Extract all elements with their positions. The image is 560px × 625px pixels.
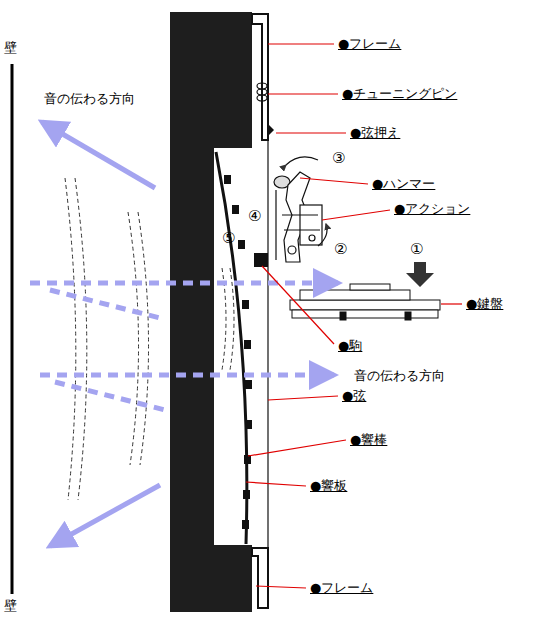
part-label: ●フレーム — [338, 36, 401, 52]
press-arrow — [406, 262, 434, 287]
part-label: ●響棒 — [350, 432, 387, 448]
motion-arrow — [286, 157, 318, 165]
direction-label: 音の伝わる方向 — [44, 91, 135, 107]
part-label: ●チューニングピン — [342, 86, 457, 102]
callout-number: ⑤ — [222, 230, 235, 246]
motion-arrow — [318, 224, 327, 246]
callout-number: ② — [334, 241, 347, 257]
frame-bottom — [252, 548, 268, 608]
part-label: ●アクション — [394, 201, 470, 217]
part-label: ●弦押え — [350, 125, 400, 141]
part-label: ●響板 — [310, 478, 347, 494]
sound-direction-arrows — [30, 122, 338, 546]
frame-top — [252, 14, 268, 140]
part-label: ●ハンマー — [372, 176, 435, 192]
wall-label: 壁 — [4, 598, 17, 614]
keyboard — [290, 284, 440, 320]
wall-line — [11, 64, 14, 594]
wall-label: 壁 — [4, 40, 17, 56]
direction-label: 音の伝わる方向 — [354, 368, 445, 384]
tuning-pins — [257, 83, 267, 101]
ribs — [224, 175, 252, 529]
string — [267, 138, 268, 548]
action — [274, 172, 322, 262]
bridge — [254, 253, 268, 267]
part-label: ●フレーム — [310, 580, 373, 596]
part-label: ●弦 — [342, 388, 366, 404]
pressure-bar — [268, 124, 274, 136]
soundboard — [216, 152, 247, 544]
callout-number: ① — [410, 241, 423, 257]
part-label: ●駒 — [338, 338, 362, 354]
part-label: ●鍵盤 — [466, 296, 503, 312]
piano-back — [170, 12, 252, 612]
leader-lines — [246, 44, 462, 588]
callout-number: ③ — [332, 150, 345, 166]
callout-number: ④ — [248, 208, 261, 224]
